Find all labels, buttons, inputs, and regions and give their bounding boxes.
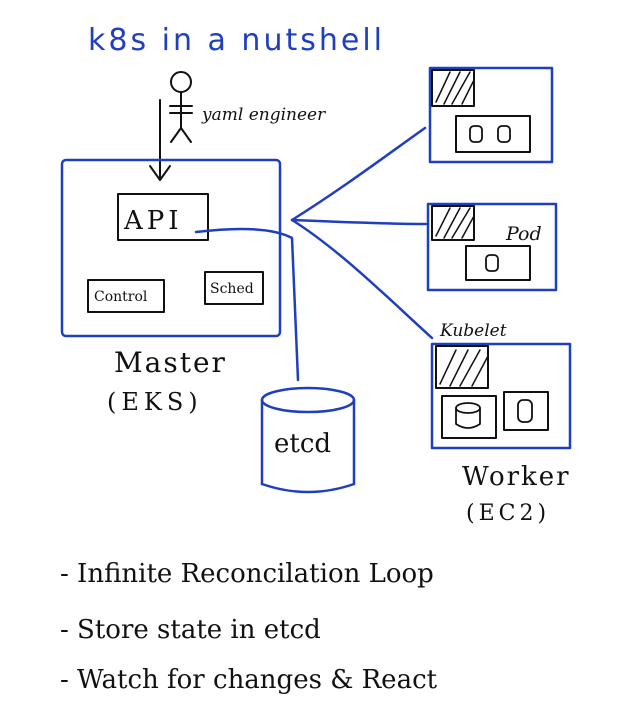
kubelet-label: Kubelet bbox=[439, 321, 507, 341]
master-worker-connectors bbox=[290, 126, 434, 340]
note-item: - Store state in etcd bbox=[60, 615, 321, 645]
master-sub: (EKS) bbox=[107, 388, 203, 416]
etcd-label: etcd bbox=[274, 429, 331, 459]
api-etcd-connector bbox=[194, 227, 300, 382]
worker-node-3 bbox=[430, 342, 572, 450]
engineer-label: yaml engineer bbox=[201, 105, 326, 125]
api-label: API bbox=[123, 206, 183, 236]
note-item: - Infinite Reconcilation Loop bbox=[60, 559, 434, 589]
control-label: Control bbox=[94, 289, 148, 305]
sched-label: Sched bbox=[210, 281, 254, 297]
pod-label: Pod bbox=[505, 223, 542, 245]
worker-name: Worker bbox=[462, 462, 571, 492]
note-item: - Watch for changes & React bbox=[60, 665, 438, 695]
engineer-figure-icon bbox=[169, 71, 193, 143]
sched-box bbox=[204, 271, 264, 305]
notes-list: - Infinite Reconcilation Loop - Store st… bbox=[60, 559, 438, 695]
diagram-title: k8s in a nutshell bbox=[88, 23, 385, 58]
worker-sub: (EC2) bbox=[466, 501, 550, 526]
engineer-to-api-arrow bbox=[149, 99, 171, 181]
api-box bbox=[117, 193, 209, 241]
master-name: Master bbox=[114, 346, 227, 379]
control-box bbox=[87, 279, 165, 313]
master-box bbox=[60, 158, 282, 338]
worker-node-1 bbox=[428, 66, 554, 164]
etcd-cylinder bbox=[260, 386, 356, 494]
worker-node-2 bbox=[426, 202, 558, 292]
